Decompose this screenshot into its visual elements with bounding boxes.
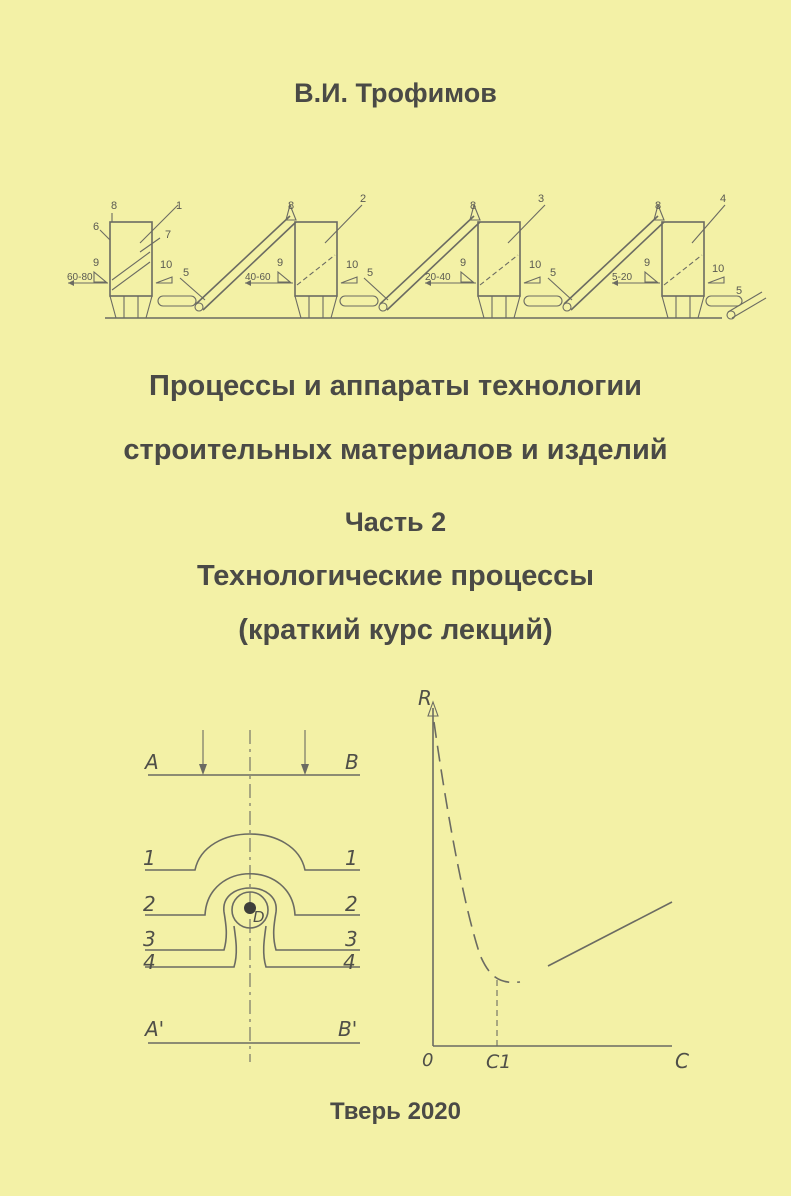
scheme-fraction-4: 5-20 — [612, 272, 632, 283]
scheme-fraction-1: 60-80 — [67, 272, 93, 283]
curve-linear — [547, 901, 673, 967]
scheme-label-10c: 10 — [529, 259, 541, 271]
subtitle-line-2: (краткий курс лекций) — [238, 614, 553, 646]
conveyor-belt-1 — [157, 277, 206, 307]
label-4-right: 4 — [343, 950, 356, 974]
scheme-label-6: 6 — [93, 221, 99, 233]
streamline-2 — [145, 872, 360, 916]
screen-unit-4 — [612, 204, 726, 319]
author-name: В.И. Трофимов — [294, 78, 497, 108]
screen-unit-3 — [425, 204, 546, 319]
scheme-label-10d: 10 — [712, 263, 724, 275]
elevator-3 — [562, 203, 665, 312]
label-d: D — [253, 908, 265, 926]
scheme-label-10a: 10 — [160, 259, 172, 271]
crushing-line-scheme: 8 1 6 7 9 60-80 10 5 8 2 9 40-60 10 5 8 … — [67, 193, 767, 320]
label-b: B — [345, 750, 359, 774]
label-3-right: 3 — [345, 927, 358, 951]
scheme-label-9a: 9 — [93, 257, 99, 269]
scheme-label-5c: 5 — [550, 267, 556, 279]
city-year: Тверь 2020 — [329, 1098, 461, 1125]
label-a: A — [143, 750, 159, 774]
elevator-1 — [194, 203, 297, 312]
label-2-right: 2 — [345, 892, 358, 916]
conveyor-belt-3 — [523, 277, 573, 307]
label-r: R — [418, 686, 432, 710]
scheme-label-5a: 5 — [183, 267, 189, 279]
streamline-4-right — [262, 925, 360, 968]
scheme-label-5b: 5 — [367, 267, 373, 279]
streamline-1 — [145, 833, 360, 871]
screen-unit-2 — [245, 204, 363, 319]
part-number: Часть 2 — [344, 507, 447, 537]
scheme-label-2: 2 — [360, 193, 366, 205]
scheme-label-8c: 8 — [470, 200, 476, 212]
scheme-label-9b: 9 — [277, 257, 283, 269]
streamline-4-left — [145, 925, 238, 968]
particle-outline — [231, 891, 269, 929]
subtitle-line-1: Технологические процессы — [196, 560, 595, 592]
label-c: C — [675, 1049, 689, 1073]
scheme-label-3: 3 — [538, 193, 544, 205]
scheme-fraction-2: 40-60 — [245, 272, 271, 283]
scheme-label-8a: 8 — [111, 200, 117, 212]
particle-core — [244, 902, 256, 914]
scheme-label-5d: 5 — [736, 285, 742, 297]
label-b-prime: B' — [338, 1017, 357, 1041]
label-a-prime: A' — [143, 1017, 164, 1041]
scheme-label-9d: 9 — [644, 257, 650, 269]
streamline-3 — [145, 887, 360, 951]
title-line-2: строительных материалов и изделий — [123, 434, 668, 466]
label-3-left: 3 — [143, 927, 156, 951]
scheme-fraction-3: 20-40 — [425, 272, 451, 283]
scheme-label-4: 4 — [720, 193, 726, 205]
scheme-label-8b: 8 — [288, 200, 294, 212]
screen-unit-1 — [68, 204, 179, 319]
conveyor-belt-4 — [705, 291, 767, 320]
label-4-left: 4 — [143, 950, 156, 974]
scheme-label-1: 1 — [176, 200, 182, 212]
title-line-1: Процессы и аппараты технологии — [148, 370, 643, 402]
curve-dashed — [433, 721, 521, 984]
scheme-label-7: 7 — [165, 229, 171, 241]
scheme-label-10b: 10 — [346, 259, 358, 271]
label-c1: C1 — [486, 1051, 511, 1073]
elevator-2 — [378, 203, 481, 312]
scheme-label-8d: 8 — [655, 200, 661, 212]
conveyor-belt-2 — [339, 277, 389, 307]
label-1-right: 1 — [345, 846, 358, 870]
label-origin: 0 — [422, 1050, 433, 1071]
label-2-left: 2 — [143, 892, 156, 916]
scheme-label-9c: 9 — [460, 257, 466, 269]
label-1-left: 1 — [143, 846, 156, 870]
